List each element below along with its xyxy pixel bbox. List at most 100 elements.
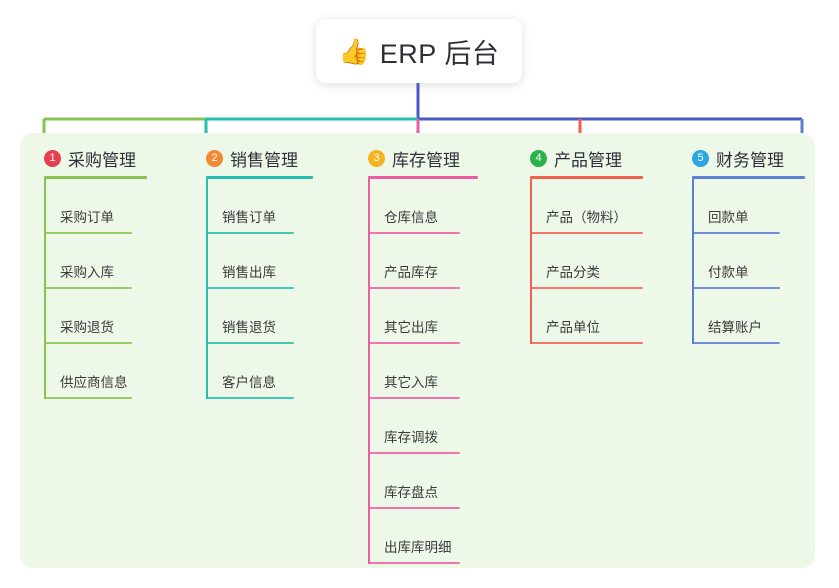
menu-item-underline (206, 287, 294, 289)
menu-item-label: 库存盘点 (384, 485, 438, 500)
menu-item-label: 采购退货 (60, 320, 114, 335)
menu-item-label: 付款单 (708, 265, 749, 280)
column-header-5[interactable]: 5 财务管理 (692, 146, 805, 170)
menu-item[interactable]: 销售订单 (206, 179, 313, 234)
column-产品管理: 4 产品管理产品（物料） 产品分类产品单位 (530, 146, 643, 344)
column-title-2: 销售管理 (230, 150, 298, 170)
menu-item[interactable]: 付款单 (692, 234, 805, 289)
column-title-5: 财务管理 (716, 150, 784, 170)
column-items-5: 回款单付款单结算账户 (692, 179, 805, 344)
menu-item[interactable]: 销售退货 (206, 289, 313, 344)
menu-item-underline (368, 232, 460, 234)
menu-item-underline (530, 232, 643, 234)
menu-item-underline (206, 342, 294, 344)
column-underline-4 (530, 176, 643, 179)
menu-item-underline (368, 562, 460, 564)
column-spine-5 (692, 179, 694, 344)
menu-item[interactable]: 采购退货 (44, 289, 147, 344)
column-库存管理: 3 库存管理仓库信息产品库存其它出库其它入库库存调拨库存盘点出库库明细 (368, 146, 478, 564)
menu-item-underline (530, 287, 643, 289)
column-财务管理: 5 财务管理回款单付款单结算账户 (692, 146, 805, 344)
menu-item-label: 销售订单 (222, 210, 276, 225)
menu-item-underline (44, 397, 132, 399)
column-items-4: 产品（物料） 产品分类产品单位 (530, 179, 643, 344)
column-header-2[interactable]: 2 销售管理 (206, 146, 313, 170)
column-spine-4 (530, 179, 532, 344)
column-header-1[interactable]: 1 采购管理 (44, 146, 147, 170)
column-采购管理: 1 采购管理采购订单采购入库采购退货供应商信息 (44, 146, 147, 399)
menu-item[interactable]: 产品分类 (530, 234, 643, 289)
menu-item-underline (368, 287, 460, 289)
menu-item[interactable]: 其它入库 (368, 344, 478, 399)
root-node-card[interactable]: 👍 ERP 后台 (316, 19, 522, 83)
menu-item-underline (206, 397, 294, 399)
menu-item-label: 产品分类 (546, 265, 600, 280)
menu-item-underline (44, 232, 132, 234)
menu-item-underline (692, 342, 780, 344)
menu-item-underline (368, 507, 460, 509)
column-badge-5: 5 (692, 149, 709, 167)
column-spine-2 (206, 179, 208, 399)
menu-item-underline (530, 342, 643, 344)
menu-item[interactable]: 回款单 (692, 179, 805, 234)
mindmap-panel (20, 133, 815, 568)
menu-item[interactable]: 库存盘点 (368, 454, 478, 509)
menu-item-underline (368, 397, 460, 399)
column-items-3: 仓库信息产品库存其它出库其它入库库存调拨库存盘点出库库明细 (368, 179, 478, 564)
column-items-2: 销售订单销售出库销售退货客户信息 (206, 179, 313, 399)
menu-item-underline (44, 342, 132, 344)
menu-item-label: 库存调拨 (384, 430, 438, 445)
menu-item[interactable]: 产品库存 (368, 234, 478, 289)
menu-item[interactable]: 采购订单 (44, 179, 147, 234)
menu-item-label: 采购订单 (60, 210, 114, 225)
menu-item-underline (206, 232, 294, 234)
menu-item-label: 采购入库 (60, 265, 114, 280)
column-销售管理: 2 销售管理销售订单销售出库销售退货客户信息 (206, 146, 313, 399)
column-badge-4: 4 (530, 149, 547, 167)
menu-item-label: 其它入库 (384, 375, 438, 390)
menu-item-underline (368, 452, 460, 454)
column-spine-1 (44, 179, 46, 399)
menu-item[interactable]: 产品（物料） (530, 179, 643, 234)
menu-item[interactable]: 采购入库 (44, 234, 147, 289)
menu-item-label: 产品单位 (546, 320, 600, 335)
menu-item[interactable]: 库存调拨 (368, 399, 478, 454)
column-badge-2: 2 (206, 149, 223, 167)
menu-item-underline (44, 287, 132, 289)
thumbs-up-icon: 👍 (338, 37, 370, 66)
column-header-4[interactable]: 4 产品管理 (530, 146, 643, 170)
menu-item-label: 出库库明细 (384, 540, 452, 555)
menu-item-underline (692, 232, 780, 234)
root-node-title: ERP 后台 (379, 38, 500, 69)
column-title-3: 库存管理 (392, 150, 460, 170)
column-underline-2 (206, 176, 313, 179)
menu-item-label: 仓库信息 (384, 210, 438, 225)
menu-item[interactable]: 仓库信息 (368, 179, 478, 234)
menu-item[interactable]: 供应商信息 (44, 344, 147, 399)
menu-item[interactable]: 其它出库 (368, 289, 478, 344)
column-badge-3: 3 (368, 149, 385, 167)
menu-item-label: 回款单 (708, 210, 749, 225)
menu-item-label: 供应商信息 (60, 375, 128, 390)
column-badge-1: 1 (44, 149, 61, 167)
column-title-1: 采购管理 (68, 150, 136, 170)
column-items-1: 采购订单采购入库采购退货供应商信息 (44, 179, 147, 399)
menu-item[interactable]: 出库库明细 (368, 509, 478, 564)
menu-item-label: 其它出库 (384, 320, 438, 335)
menu-item[interactable]: 销售出库 (206, 234, 313, 289)
menu-item[interactable]: 客户信息 (206, 344, 313, 399)
menu-item-label: 销售出库 (222, 265, 276, 280)
menu-item[interactable]: 结算账户 (692, 289, 805, 344)
column-spine-3 (368, 179, 370, 564)
column-header-3[interactable]: 3 库存管理 (368, 146, 478, 170)
menu-item[interactable]: 产品单位 (530, 289, 643, 344)
column-underline-5 (692, 176, 805, 179)
column-title-4: 产品管理 (554, 150, 622, 170)
menu-item-underline (692, 287, 780, 289)
column-underline-1 (44, 176, 147, 179)
menu-item-label: 产品库存 (384, 265, 438, 280)
column-underline-3 (368, 176, 478, 179)
menu-item-underline (368, 342, 460, 344)
menu-item-label: 产品（物料） (546, 210, 627, 225)
menu-item-label: 客户信息 (222, 375, 276, 390)
